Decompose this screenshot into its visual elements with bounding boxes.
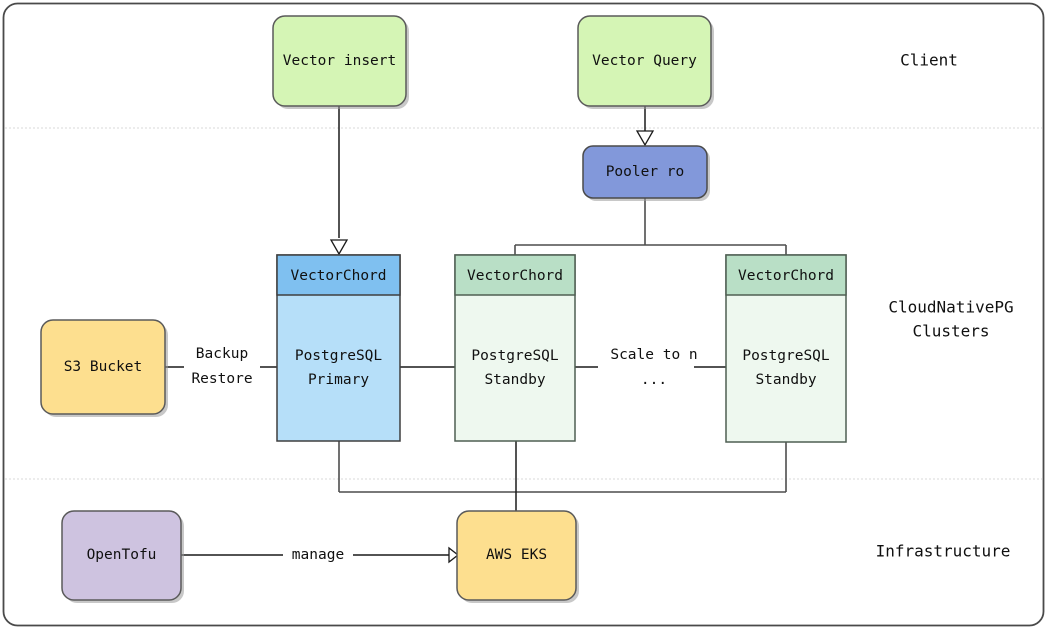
edge-label-line2: Restore (191, 371, 252, 387)
node-postgresql-standby-2[interactable]: VectorChord PostgreSQL Standby (725, 254, 847, 443)
arrow-head-icon (448, 546, 460, 564)
edge-insert-to-primary (329, 106, 349, 256)
node-standby2-body-line1: PostgreSQL (742, 348, 830, 364)
edge-pooler-to-standbys (514, 198, 787, 255)
arrow-head-icon (329, 239, 349, 256)
node-aws-eks[interactable]: AWS EKS (456, 510, 579, 603)
edge-label-text: manage (292, 547, 344, 563)
node-opentofu[interactable]: OpenTofu (61, 510, 184, 603)
node-s3-bucket[interactable]: S3 Bucket (40, 319, 168, 417)
node-primary-header-label: VectorChord (290, 268, 386, 284)
node-pooler-ro-label: Pooler ro (606, 164, 685, 180)
lane-label-clusters-line1: CloudNativePG (888, 298, 1013, 317)
edge-query-to-pooler (635, 106, 655, 147)
node-standby1-body-line2: Standby (484, 372, 545, 388)
edge-label-line1: Scale to n (610, 347, 697, 363)
node-vector-query-label: Vector Query (592, 53, 697, 69)
edge-label-scale-to-n: Scale to n ... (598, 341, 698, 395)
node-standby2-header-label: VectorChord (738, 268, 834, 284)
node-primary-body-line2: Primary (308, 372, 369, 388)
lane-label-client: Client (900, 51, 958, 70)
node-s3-bucket-label: S3 Bucket (64, 359, 143, 375)
node-vector-query[interactable]: Vector Query (577, 15, 714, 109)
node-postgresql-standby-1[interactable]: VectorChord PostgreSQL Standby (454, 254, 576, 442)
node-opentofu-label: OpenTofu (87, 547, 157, 563)
edge-label-line2: ... (641, 372, 667, 388)
edge-label-line1: Backup (196, 346, 248, 362)
node-vector-insert[interactable]: Vector insert (272, 15, 409, 109)
node-pooler-ro[interactable]: Pooler ro (582, 145, 710, 201)
edge-clusters-to-eks (338, 441, 787, 511)
lane-label-infrastructure: Infrastructure (876, 542, 1011, 561)
node-standby1-body-line1: PostgreSQL (471, 348, 559, 364)
node-standby2-body-line2: Standby (755, 372, 816, 388)
arrow-head-icon (635, 130, 655, 147)
node-aws-eks-label: AWS EKS (486, 547, 547, 563)
edge-label-backup-restore: Backup Restore (184, 340, 260, 394)
lane-label-clusters-line2: Clusters (912, 322, 989, 341)
edge-label-manage: manage (283, 543, 353, 567)
node-primary-body-line1: PostgreSQL (295, 348, 383, 364)
node-vector-insert-label: Vector insert (283, 53, 397, 69)
node-standby1-header-label: VectorChord (467, 268, 563, 284)
node-postgresql-primary[interactable]: VectorChord PostgreSQL Primary (276, 254, 401, 442)
